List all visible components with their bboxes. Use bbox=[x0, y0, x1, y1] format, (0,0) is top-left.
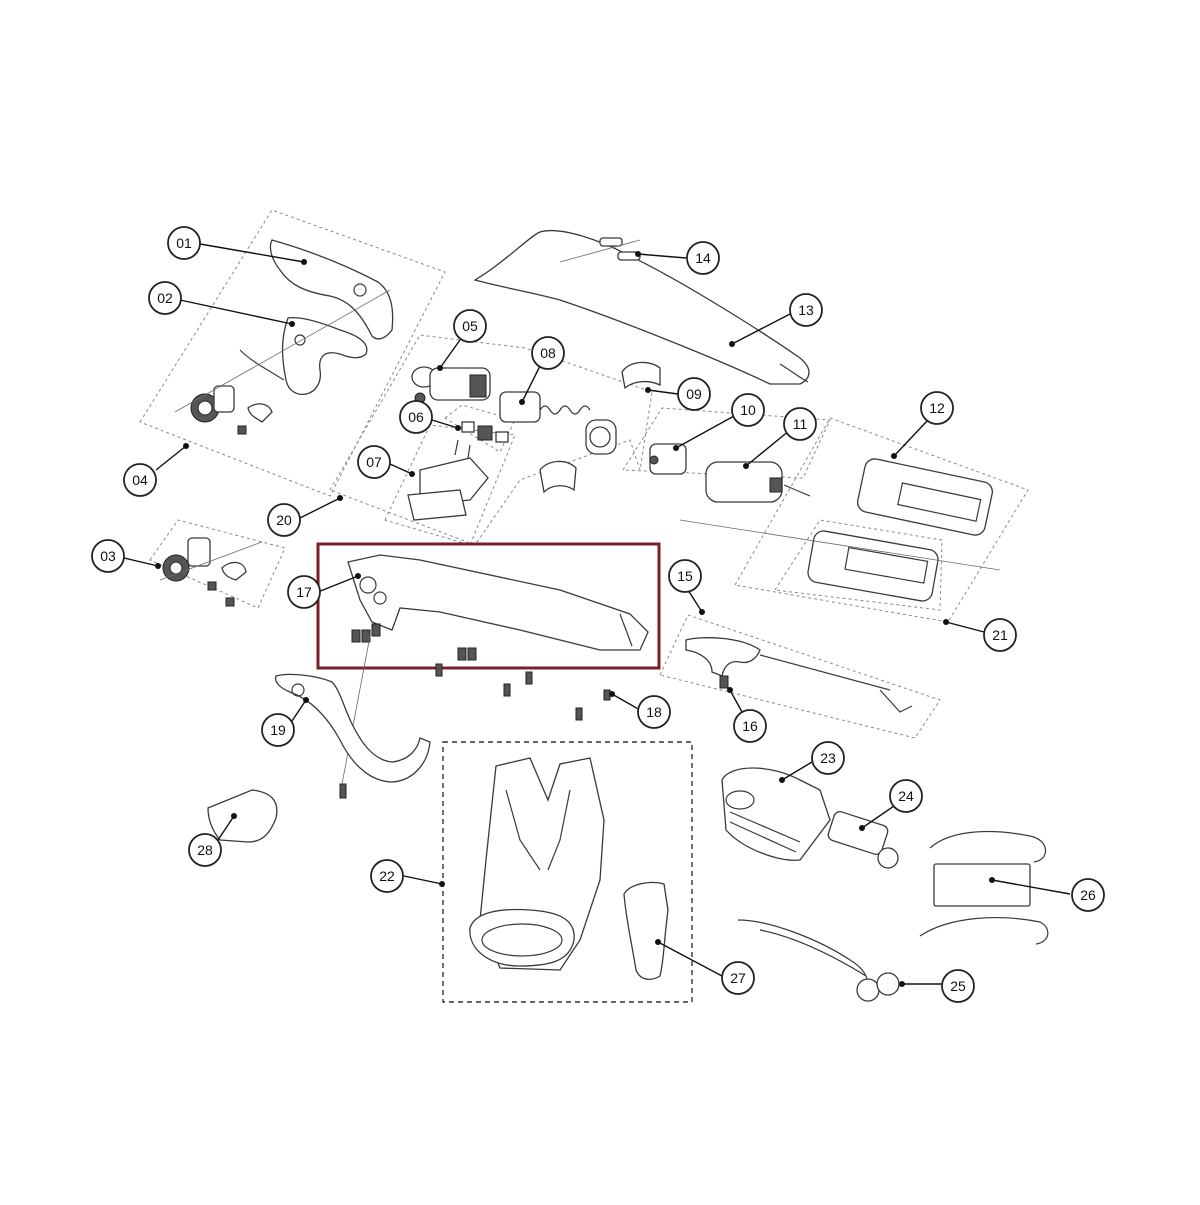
motor-part-11 bbox=[705, 461, 811, 503]
main-body-part-17 bbox=[347, 554, 649, 661]
svg-text:09: 09 bbox=[686, 386, 702, 402]
switch-part-16 bbox=[719, 675, 729, 689]
callout-05[interactable]: 05 bbox=[453, 309, 487, 343]
group-box-03 bbox=[149, 519, 286, 609]
gear-assembly-03 bbox=[159, 537, 263, 607]
svg-text:13: 13 bbox=[798, 302, 814, 318]
svg-text:28: 28 bbox=[197, 842, 213, 858]
holster-part-27 bbox=[623, 881, 669, 981]
callout-21[interactable]: 21 bbox=[983, 618, 1017, 652]
group-box-04 bbox=[139, 209, 446, 497]
screws-part-18 bbox=[339, 635, 611, 799]
connector-part-24 bbox=[827, 810, 899, 869]
svg-text:23: 23 bbox=[820, 750, 836, 766]
pouch-part-28 bbox=[207, 789, 278, 843]
callout-17[interactable]: 17 bbox=[287, 575, 321, 609]
callout-27[interactable]: 27 bbox=[721, 961, 755, 995]
harness-part-22 bbox=[469, 757, 605, 971]
bushing-part-06 bbox=[461, 421, 509, 443]
battery-part-23 bbox=[721, 767, 831, 861]
callout-22[interactable]: 22 bbox=[370, 859, 404, 893]
callout-08[interactable]: 08 bbox=[531, 336, 565, 370]
svg-text:26: 26 bbox=[1080, 887, 1096, 903]
svg-text:14: 14 bbox=[695, 250, 711, 266]
callout-01[interactable]: 01 bbox=[167, 226, 201, 260]
svg-text:27: 27 bbox=[730, 970, 746, 986]
svg-text:03: 03 bbox=[100, 548, 116, 564]
cover-part-13 bbox=[473, 230, 810, 385]
callout-14[interactable]: 14 bbox=[686, 241, 720, 275]
gear-assembly-04 bbox=[174, 289, 391, 435]
callout-10[interactable]: 10 bbox=[731, 393, 765, 427]
housing-part-12 bbox=[857, 458, 993, 536]
clip-part-09 bbox=[539, 361, 661, 494]
callout-20[interactable]: 20 bbox=[267, 503, 301, 537]
svg-text:20: 20 bbox=[276, 512, 292, 528]
callouts: 01 02 03 04 05 06 07 08 09 10 11 12 13 1… bbox=[91, 226, 1105, 1003]
spindle-part-05 bbox=[411, 366, 491, 404]
charger-part-26 bbox=[919, 830, 1049, 945]
group-box-15 bbox=[659, 614, 941, 739]
screws-part-14 bbox=[559, 237, 641, 263]
svg-text:17: 17 bbox=[296, 584, 312, 600]
svg-text:10: 10 bbox=[740, 402, 756, 418]
svg-text:08: 08 bbox=[540, 345, 556, 361]
svg-text:05: 05 bbox=[462, 318, 478, 334]
callout-23[interactable]: 23 bbox=[811, 741, 845, 775]
callout-19[interactable]: 19 bbox=[261, 713, 295, 747]
callout-04[interactable]: 04 bbox=[123, 463, 157, 497]
blade-part-02 bbox=[239, 316, 368, 396]
callout-28[interactable]: 28 bbox=[188, 833, 222, 867]
callout-02[interactable]: 02 bbox=[148, 281, 182, 315]
leader-lines bbox=[123, 243, 1071, 987]
bracket-part-07 bbox=[407, 439, 489, 521]
svg-text:24: 24 bbox=[898, 788, 914, 804]
svg-text:18: 18 bbox=[646, 704, 662, 720]
callout-25[interactable]: 25 bbox=[941, 969, 975, 1003]
callout-11[interactable]: 11 bbox=[783, 407, 817, 441]
group-box-21 bbox=[622, 407, 1029, 623]
callout-18[interactable]: 18 bbox=[637, 695, 671, 729]
cable-part-25 bbox=[737, 919, 900, 1002]
callout-13[interactable]: 13 bbox=[789, 293, 823, 327]
svg-text:01: 01 bbox=[176, 235, 192, 251]
callout-26[interactable]: 26 bbox=[1071, 878, 1105, 912]
callout-07[interactable]: 07 bbox=[357, 445, 391, 479]
group-box-22 bbox=[442, 741, 693, 1003]
svg-text:21: 21 bbox=[992, 627, 1008, 643]
callout-03[interactable]: 03 bbox=[91, 539, 125, 573]
trigger-part-15 bbox=[685, 637, 913, 713]
svg-text:15: 15 bbox=[677, 568, 693, 584]
svg-text:06: 06 bbox=[408, 409, 424, 425]
svg-text:25: 25 bbox=[950, 978, 966, 994]
svg-text:07: 07 bbox=[366, 454, 382, 470]
svg-text:11: 11 bbox=[793, 416, 808, 432]
housing-part-21 bbox=[679, 519, 1001, 602]
callout-15[interactable]: 15 bbox=[668, 559, 702, 593]
svg-text:22: 22 bbox=[379, 868, 395, 884]
svg-text:16: 16 bbox=[742, 718, 758, 734]
highlight-box bbox=[316, 542, 661, 670]
svg-text:12: 12 bbox=[929, 400, 945, 416]
svg-text:02: 02 bbox=[157, 290, 173, 306]
guard-part-19 bbox=[274, 673, 431, 783]
spring-part-08 bbox=[499, 391, 617, 455]
svg-text:19: 19 bbox=[270, 722, 286, 738]
callout-12[interactable]: 12 bbox=[920, 391, 954, 425]
callout-16[interactable]: 16 bbox=[733, 709, 767, 743]
callout-09[interactable]: 09 bbox=[677, 377, 711, 411]
callout-06[interactable]: 06 bbox=[399, 400, 433, 434]
coupler-part-10 bbox=[649, 443, 687, 475]
callout-24[interactable]: 24 bbox=[889, 779, 923, 813]
blade-part-01 bbox=[269, 239, 394, 340]
group-box-20 bbox=[329, 334, 653, 546]
svg-text:04: 04 bbox=[132, 472, 148, 488]
